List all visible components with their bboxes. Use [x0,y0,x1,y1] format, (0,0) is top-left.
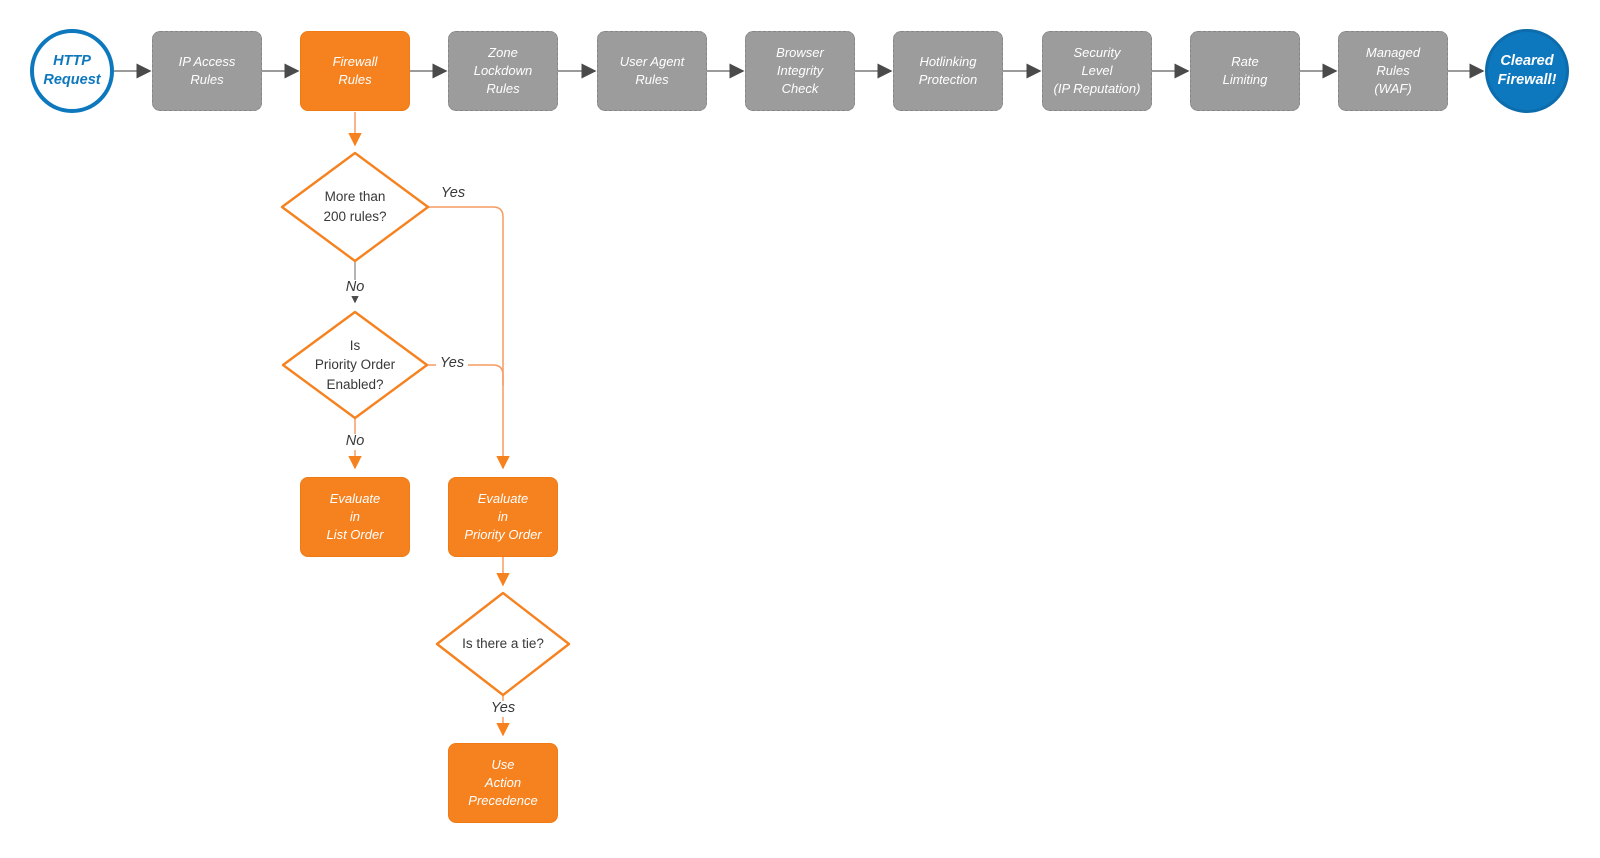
edge-label-no-1: No [341,279,369,296]
start-node-http-request: HTTP Request [30,29,114,113]
stage-firewall-rules: Firewall Rules [300,31,410,111]
stage-managed-rules-waf: Managed Rules (WAF) [1338,31,1448,111]
decision-diamonds [280,151,571,697]
stage-browser-integrity-check: Browser Integrity Check [745,31,855,111]
end-node-cleared-firewall: Cleared Firewall! [1485,29,1569,113]
decision-more-than-200-label: More than 200 rules? [323,189,387,224]
edge-label-yes-1: Yes [436,185,470,202]
action-use-action-precedence: Use Action Precedence [448,743,558,823]
decision-priority-order-shape [281,310,429,420]
decision-tie-shape [435,591,571,697]
stage-hotlinking-protection: Hotlinking Protection [893,31,1003,111]
stage-ip-access-rules: IP Access Rules [152,31,262,111]
action-evaluate-priority-order: Evaluate in Priority Order [448,477,558,557]
edge-label-yes-3: Yes [486,700,520,717]
stage-security-level: Security Level (IP Reputation) [1042,31,1152,111]
stage-zone-lockdown-rules: Zone Lockdown Rules [448,31,558,111]
decision-more-than-200-shape [280,151,430,263]
decision-priority-order-label: Is Priority Order Enabled? [314,337,396,392]
edge-label-yes-2: Yes [435,355,469,372]
action-evaluate-list-order: Evaluate in List Order [300,477,410,557]
decision-tie-label: Is there a tie? [462,636,544,652]
stage-rate-limiting: Rate Limiting [1190,31,1300,111]
stage-user-agent-rules: User Agent Rules [597,31,707,111]
edge-label-no-2: No [341,433,369,450]
